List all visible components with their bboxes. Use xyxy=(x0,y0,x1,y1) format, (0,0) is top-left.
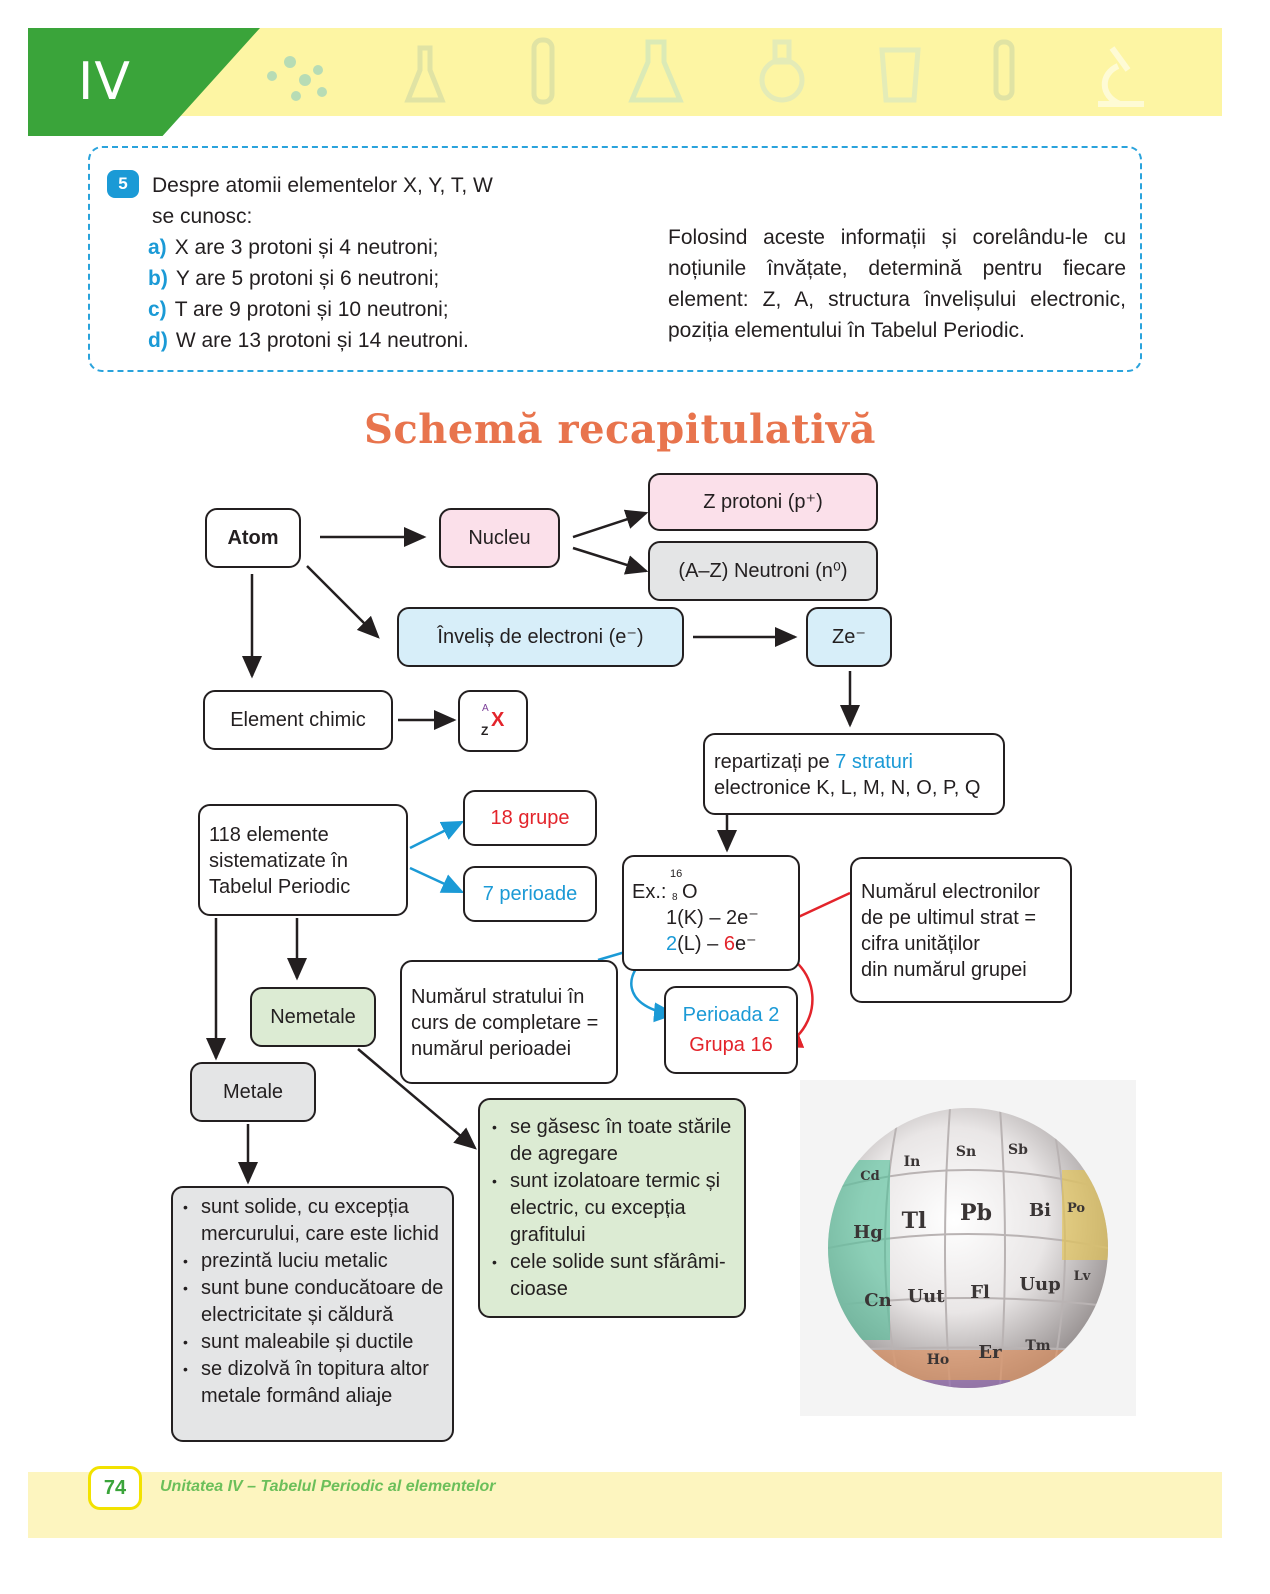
list-item: se dizolvă în topitura altor metale form… xyxy=(183,1356,448,1410)
header-decoration xyxy=(267,37,1144,107)
mass-number: A xyxy=(482,703,489,714)
sphere-tile: Cd xyxy=(860,1169,879,1184)
exercise-number: 5 xyxy=(107,170,139,198)
microscope-icon xyxy=(1098,46,1144,107)
sphere-tile: Cn xyxy=(864,1290,891,1311)
protoni-box: Z protoni (p⁺) xyxy=(648,473,878,531)
invelis-box: Înveliș de electroni (e⁻) xyxy=(397,607,684,667)
sphere-tile: Tl xyxy=(902,1208,927,1234)
test-tube-icon xyxy=(993,39,1015,101)
atom-box: Atom xyxy=(205,508,301,568)
metale-box: Metale xyxy=(190,1062,316,1122)
exercise-item: d)W are 13 protoni și 14 neutroni. xyxy=(148,329,469,352)
list-item: se găsesc în toate stările de agregare xyxy=(492,1114,738,1168)
unit-number: IV xyxy=(78,52,131,112)
exercise-intro: Despre atomii elementelor X, Y, T, W xyxy=(152,174,493,197)
example-box: Ex.: 16 8 O 1(K) – 2e⁻ 2(L) – 6e⁻ xyxy=(622,855,800,971)
element-symbol-box: A Z X xyxy=(458,690,528,752)
example-line1: 1(K) – 2e⁻ xyxy=(666,907,759,929)
sphere-tile: Po xyxy=(1067,1201,1085,1216)
nucleu-box: Nucleu xyxy=(439,508,560,568)
example-atomic: 8 xyxy=(672,892,678,903)
example-mass: 16 xyxy=(670,868,683,880)
exercise-item: a)X are 3 protoni și 4 neutroni; xyxy=(148,236,439,259)
page-number: 74 xyxy=(88,1466,142,1510)
footer-title: Unitatea IV – Tabelul Periodic al elemen… xyxy=(160,1478,496,1495)
flask-icon xyxy=(404,45,446,103)
molecule-icon xyxy=(267,56,327,101)
sphere-tile: Pb xyxy=(960,1200,992,1226)
list-item: sunt bune conducătoare de electricitate … xyxy=(183,1275,448,1329)
exercise-item: c)T are 9 protoni și 10 neutroni; xyxy=(148,298,449,321)
example-prefix: Ex.: xyxy=(632,881,667,903)
neutroni-box: (A–Z) Neutroni (n⁰) xyxy=(648,541,878,601)
sphere-tile: Hg xyxy=(853,1222,883,1243)
list-item: prezintă luciu metalic xyxy=(183,1248,448,1275)
scheme-title: Schemă recapitulativă xyxy=(364,406,876,453)
example-symbol: O xyxy=(682,881,698,903)
sphere-tile: Fl xyxy=(970,1282,990,1303)
example-line2: 2(L) – 6e⁻ xyxy=(666,933,757,955)
sphere-tile: Ho xyxy=(927,1352,950,1368)
perioada-grupa-box: Perioada 2 Grupa 16 xyxy=(664,986,798,1074)
sphere-tile: Sn xyxy=(956,1144,976,1160)
atomic-number: Z xyxy=(481,724,489,738)
sphere-tile: Uut xyxy=(907,1286,945,1307)
thermometer-icon xyxy=(531,37,555,105)
sphere-tile: Sb xyxy=(1008,1142,1028,1158)
nemetale-box: Nemetale xyxy=(250,987,376,1047)
element-chimic-box: Element chimic xyxy=(203,690,393,750)
exercise-intro-cont: se cunosc: xyxy=(152,205,253,228)
exercise-instruction: Folosind aceste informații și corelându-… xyxy=(668,226,1126,342)
list-item: sunt solide, cu excepția mercurului, car… xyxy=(183,1194,448,1248)
list-item: sunt izolatoare termic și electric, cu e… xyxy=(492,1168,738,1249)
exercise-item: b)Y are 5 protoni și 6 neutroni; xyxy=(148,267,440,290)
sphere-tile: Tm xyxy=(1025,1338,1050,1354)
strat-curs-box: Numărul stratului în curs de completare … xyxy=(400,960,618,1084)
sphere-tile: Bi xyxy=(1029,1200,1051,1221)
ze-box: Ze⁻ xyxy=(806,607,892,667)
perioade-box: 7 perioade xyxy=(463,866,597,922)
list-item: cele solide sunt sfărâmi-cioase xyxy=(492,1249,738,1303)
element-symbol: X xyxy=(491,709,505,731)
conical-flask-icon xyxy=(628,39,684,103)
grupe-box: 18 grupe xyxy=(463,790,597,846)
repartizati-box: repartizați pe 7 straturi electronice K,… xyxy=(703,733,1005,815)
exercise-box xyxy=(88,146,1142,372)
sphere-tile: Uup xyxy=(1019,1274,1060,1295)
beaker-icon xyxy=(879,47,921,103)
sphere-tile: Lv xyxy=(1074,1269,1091,1284)
tabel-periodic-box: 118 elemente sistematizate în Tabelul Pe… xyxy=(198,804,408,916)
footer-band xyxy=(28,1472,1222,1538)
ultim-strat-box: Numărul electronilor de pe ultimul strat… xyxy=(850,857,1072,1003)
nemetale-properties: se găsesc în toate stările de agregare s… xyxy=(478,1098,746,1318)
periodic-table-sphere-image: In Sn Sb Cd Hg Tl Pb Bi Po Cn Uut Fl Uup… xyxy=(800,1080,1136,1416)
list-item: sunt maleabile și ductile xyxy=(183,1329,448,1356)
round-flask-icon xyxy=(759,39,805,103)
sphere-tile: Er xyxy=(978,1342,1002,1363)
sphere-tile: In xyxy=(904,1154,921,1170)
metale-properties: sunt solide, cu excepția mercurului, car… xyxy=(171,1186,454,1442)
